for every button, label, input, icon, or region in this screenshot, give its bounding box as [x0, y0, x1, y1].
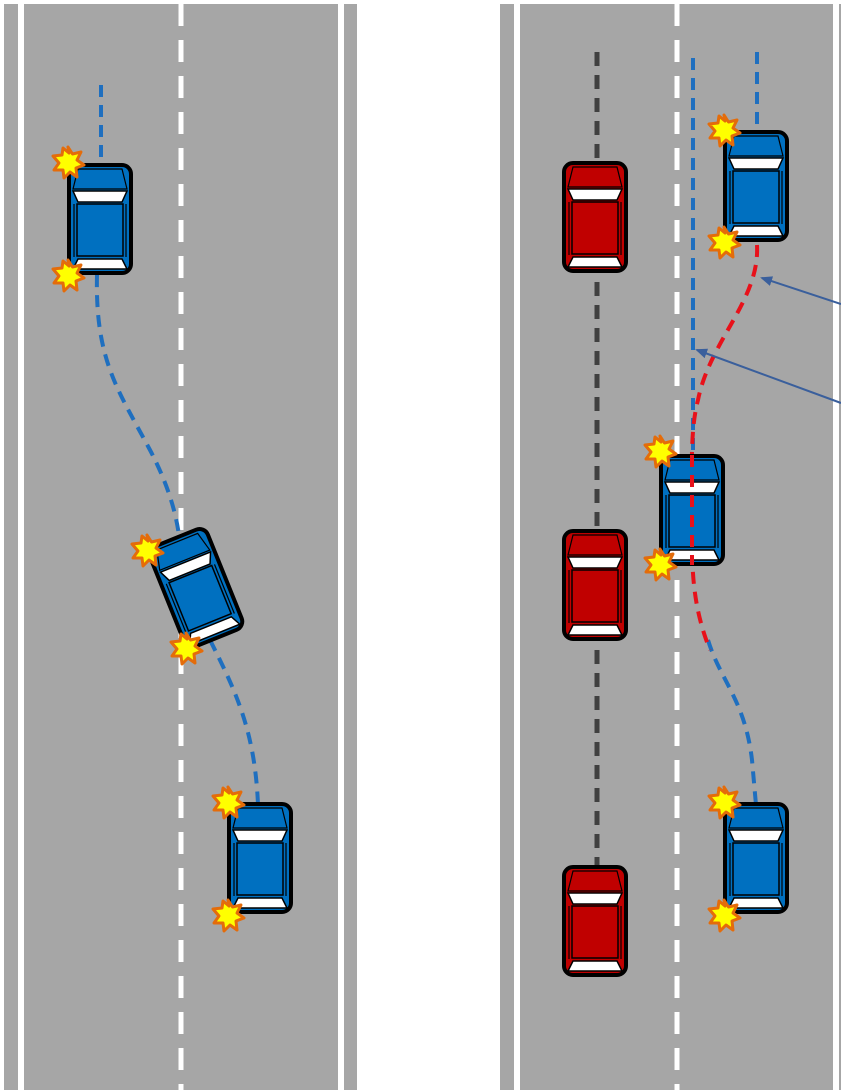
right-ego-car-middle [659, 454, 725, 566]
annotation-arrow-planned [695, 348, 841, 404]
left-road-edge-line-left [18, 4, 24, 1090]
right-road-edge-line-right [833, 4, 839, 1090]
right-panel [500, 4, 841, 1090]
right-road-edge-line-left [514, 4, 520, 1090]
left-panel [4, 4, 357, 1090]
left-ego-car-bottom [227, 802, 293, 914]
planned-trajectory-lower [706, 639, 758, 806]
right-ego-car-top [723, 130, 789, 242]
left-ego-car-top [67, 163, 133, 275]
left-ego-trajectory [94, 85, 260, 806]
actual-trajectory [689, 244, 760, 651]
left-road-edge-line-right [338, 4, 344, 1090]
annotation-arrow-actual [760, 276, 841, 305]
other-car-middle [562, 529, 628, 641]
right-ego-car-bottom [723, 802, 789, 914]
other-car-bottom [562, 865, 628, 977]
other-car-top [562, 161, 628, 273]
